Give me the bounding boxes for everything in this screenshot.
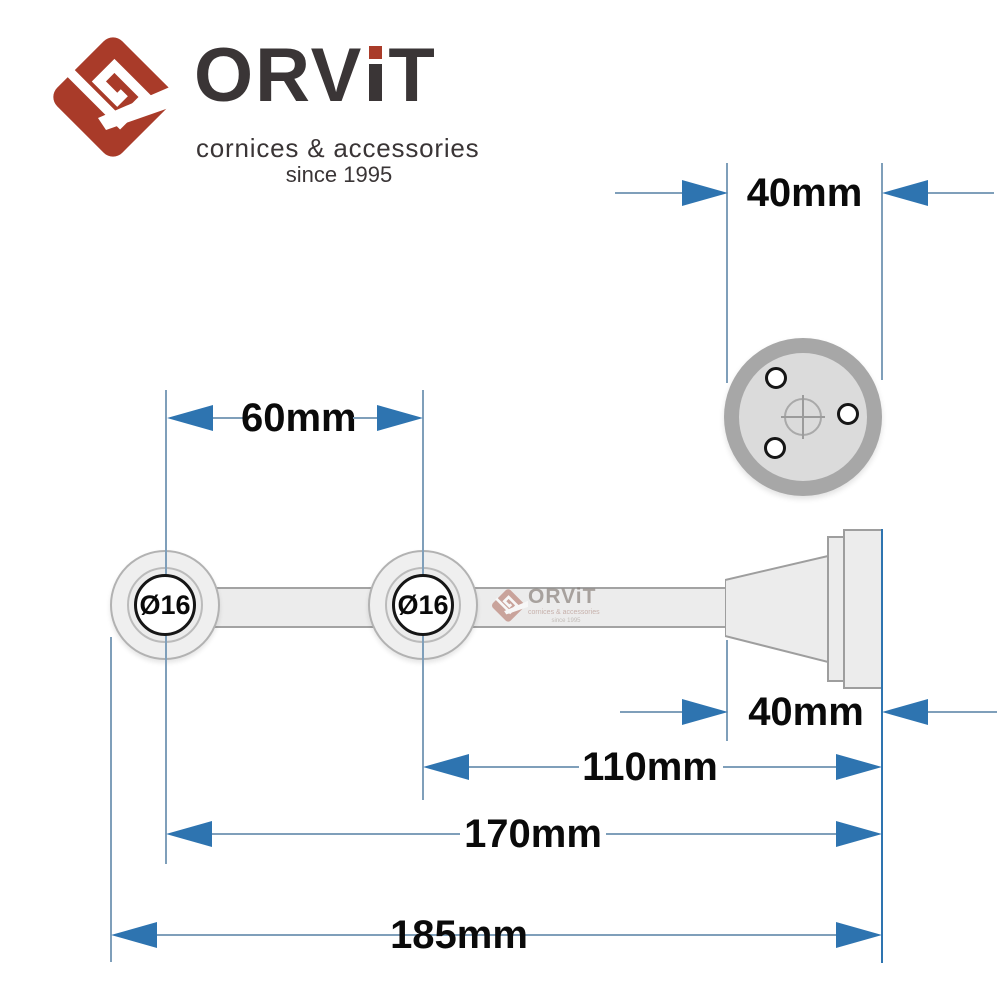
arrow-right-icon bbox=[682, 699, 728, 725]
dim-plate-width-top: 40mm bbox=[746, 171, 863, 215]
watermark-since: since 1995 bbox=[551, 618, 581, 624]
arrow-right-icon bbox=[836, 754, 882, 780]
screw-hole-2 bbox=[837, 403, 859, 425]
arrow-right-icon bbox=[377, 405, 423, 431]
screw-hole-3 bbox=[764, 437, 786, 459]
arrow-left-icon bbox=[111, 922, 157, 948]
bracket-wall-mount bbox=[725, 529, 883, 689]
arrow-left-icon bbox=[166, 821, 212, 847]
screw-hole-1 bbox=[765, 367, 787, 389]
ring-bore-1 bbox=[134, 574, 196, 636]
arrow-left-icon bbox=[882, 180, 928, 206]
arrow-right-icon bbox=[836, 821, 882, 847]
extension-line-wall bbox=[881, 529, 883, 963]
brand-tagline: cornices & accessories bbox=[196, 133, 480, 163]
arrow-right-icon bbox=[682, 180, 728, 206]
brand-i-dot-icon bbox=[369, 46, 383, 59]
ring-diameter-label-1: Ø16 bbox=[139, 590, 191, 620]
arrow-left-icon bbox=[882, 699, 928, 725]
arrow-left-icon bbox=[423, 754, 469, 780]
arrow-left-icon bbox=[167, 405, 213, 431]
watermark-brand: ORViT bbox=[528, 585, 597, 608]
watermark-diamond-icon bbox=[491, 589, 528, 622]
extension-line-plate-left-bottom bbox=[726, 640, 728, 741]
watermark-logo: ORViT cornices & accessories since 1995 bbox=[490, 583, 620, 629]
brand-name-left: ORV bbox=[194, 33, 364, 118]
extension-line-total-left bbox=[110, 637, 112, 962]
extension-line-wall-top bbox=[881, 163, 883, 380]
dim-second-ring-to-wall: 110mm bbox=[582, 745, 718, 789]
orvit-logo-icon bbox=[53, 37, 186, 157]
ring-diameter-label-2: Ø16 bbox=[397, 590, 449, 620]
extension-line-plate-left-top bbox=[726, 163, 728, 383]
brand-letter-i bbox=[369, 46, 383, 101]
watermark-tagline: cornices & accessories bbox=[528, 609, 600, 616]
dim-total-length: 185mm bbox=[390, 913, 528, 957]
brand-name-right: T bbox=[388, 33, 437, 118]
brand-since: since 1995 bbox=[285, 162, 393, 187]
ring-bore-2 bbox=[392, 574, 454, 636]
dim-ring-spacing: 60mm bbox=[241, 396, 357, 440]
arrow-right-icon bbox=[836, 922, 882, 948]
dim-first-ring-to-wall: 170mm bbox=[464, 812, 602, 856]
dim-plate-width-side: 40mm bbox=[748, 690, 864, 734]
